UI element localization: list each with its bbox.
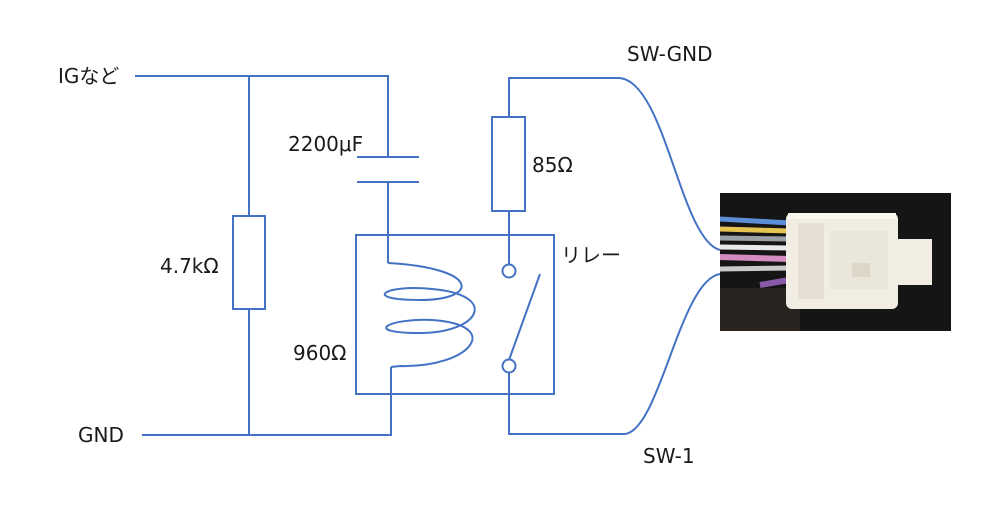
ig-label: IGなど <box>58 64 120 88</box>
sw1-curve <box>624 273 721 435</box>
sw-gnd-to-resistor-wire <box>508 77 618 117</box>
gnd-label: GND <box>78 423 124 447</box>
relay-box <box>355 234 555 395</box>
switch-contact-top <box>501 263 517 279</box>
relay-label: リレー <box>561 243 621 267</box>
resistor-85-label: 85Ω <box>532 153 573 177</box>
switch-contact-bottom <box>501 358 517 374</box>
sw-gnd-curve <box>617 77 721 251</box>
ig-rail-wire <box>135 75 389 157</box>
connector-illustration <box>720 193 951 331</box>
resistor-85 <box>491 116 526 212</box>
capacitor-label: 2200μF <box>288 132 364 156</box>
relay-coil <box>383 262 476 368</box>
resistor-4k7-label: 4.7kΩ <box>160 254 219 278</box>
switch-to-sw1-wire <box>508 372 625 435</box>
resistor-4k7 <box>232 215 266 310</box>
switch-blade <box>508 273 541 361</box>
coil-label: 960Ω <box>293 341 347 365</box>
gnd-rail-wire <box>142 367 392 436</box>
sw-gnd-label: SW-GND <box>627 42 713 66</box>
sw1-label: SW-1 <box>643 444 695 468</box>
connector-photo <box>720 193 951 331</box>
